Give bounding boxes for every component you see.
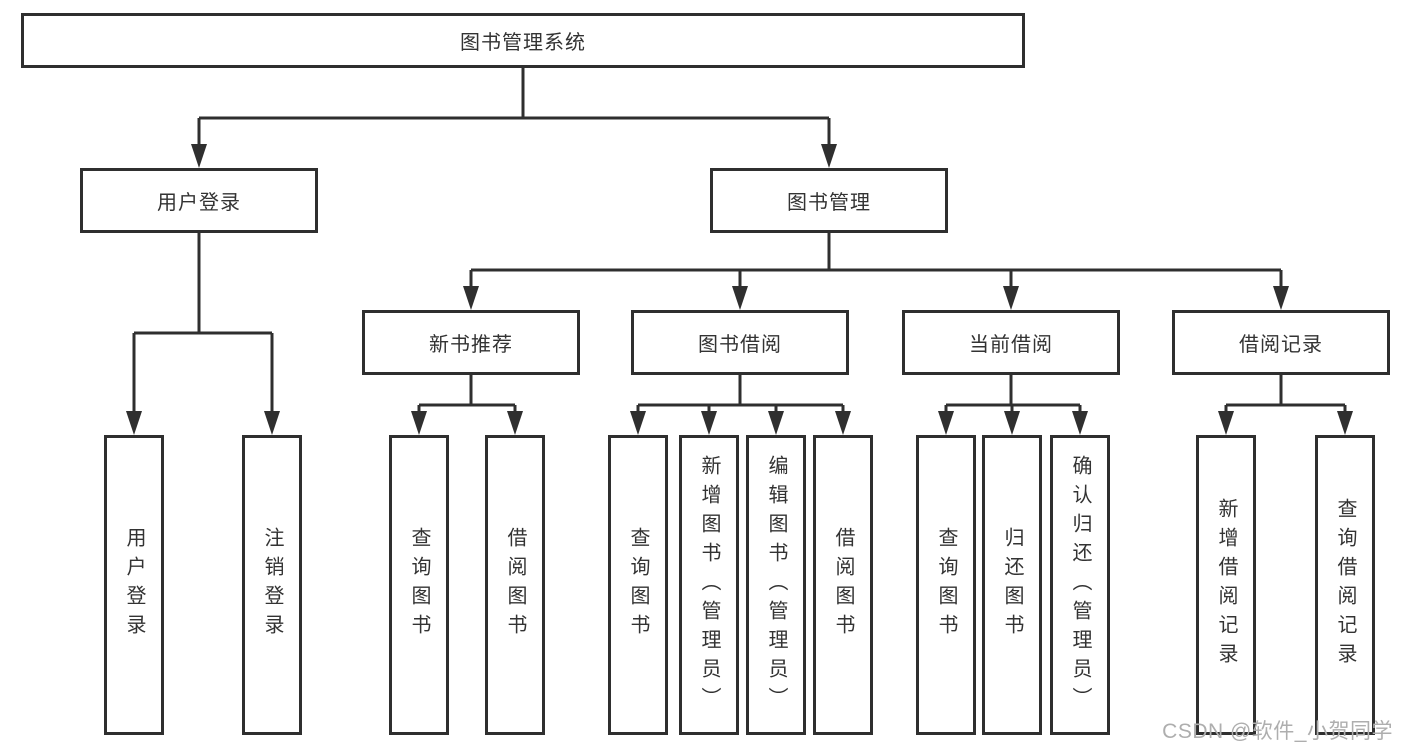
arrowhead: [411, 411, 427, 435]
arrowhead: [630, 411, 646, 435]
arrowhead: [701, 411, 717, 435]
leaf-add-books-admin: 新增图书（管理员）: [679, 435, 739, 735]
leaf-borrow-books-2: 借阅图书: [813, 435, 873, 735]
leaf-confirm-return-admin: 确认归还（管理员）: [1050, 435, 1110, 735]
arrowhead: [938, 411, 954, 435]
arrowhead: [191, 144, 207, 168]
node-book-borrowing: 图书借阅: [631, 310, 849, 375]
arrowhead: [768, 411, 784, 435]
leaf-borrow-books-1: 借阅图书: [485, 435, 545, 735]
arrowhead: [463, 286, 479, 310]
arrowhead: [821, 144, 837, 168]
arrowhead: [264, 411, 280, 435]
leaf-query-books-1: 查询图书: [389, 435, 449, 735]
leaf-logout: 注销登录: [242, 435, 302, 735]
leaf-user-login: 用户登录: [104, 435, 164, 735]
leaf-query-books-3: 查询图书: [916, 435, 976, 735]
node-library-management-system: 图书管理系统: [21, 13, 1025, 68]
arrowhead: [1003, 286, 1019, 310]
arrowhead: [1273, 286, 1289, 310]
node-current-borrowing: 当前借阅: [902, 310, 1120, 375]
arrowhead: [1337, 411, 1353, 435]
node-user-login: 用户登录: [80, 168, 318, 233]
arrowhead: [126, 411, 142, 435]
csdn-watermark: CSDN @软件_小贺同学: [1162, 720, 1393, 743]
arrowhead: [835, 411, 851, 435]
node-new-book-recommendation: 新书推荐: [362, 310, 580, 375]
leaf-add-borrow-record: 新增借阅记录: [1196, 435, 1256, 735]
leaf-query-books-2: 查询图书: [608, 435, 668, 735]
leaf-edit-books-admin: 编辑图书（管理员）: [746, 435, 806, 735]
leaf-return-books: 归还图书: [982, 435, 1042, 735]
arrowhead: [732, 286, 748, 310]
leaf-query-borrow-record: 查询借阅记录: [1315, 435, 1375, 735]
arrowhead: [507, 411, 523, 435]
arrowhead: [1072, 411, 1088, 435]
arrowhead: [1218, 411, 1234, 435]
node-book-management: 图书管理: [710, 168, 948, 233]
arrowhead: [1004, 411, 1020, 435]
node-borrowing-records: 借阅记录: [1172, 310, 1390, 375]
